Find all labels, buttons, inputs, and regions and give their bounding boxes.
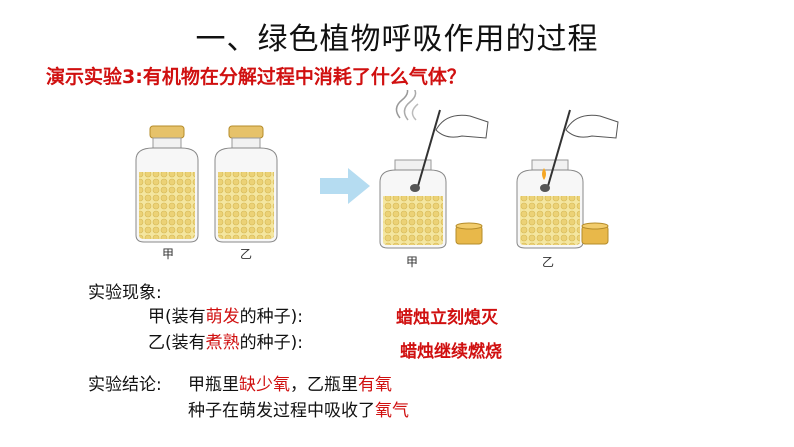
arrow-icon xyxy=(320,168,370,204)
lid-right-yi xyxy=(581,222,609,245)
observation-highlight: 煮熟 xyxy=(205,333,240,353)
observation-result-yi: 蜡烛继续燃烧 xyxy=(400,342,502,362)
observation-row-jia: 甲(装有萌发的种子): xyxy=(148,302,303,327)
page-title: 一、绿色植物呼吸作用的过程 xyxy=(195,22,599,57)
observation-highlight: 萌发 xyxy=(205,307,240,327)
conclusion-highlight: 缺少氧 xyxy=(239,375,290,395)
jar-label-left-jia: 甲 xyxy=(162,247,174,261)
conclusion-line-1: 甲瓶里缺少氧，乙瓶里有氧 xyxy=(188,370,392,395)
observation-result-jia: 蜡烛立刻熄灭 xyxy=(396,308,498,328)
conclusion-heading: 实验结论: xyxy=(88,375,162,395)
jar-label-left-yi: 乙 xyxy=(240,247,252,261)
experiment-subtitle: 演示实验3:有机物在分解过程中消耗了什么气体？ xyxy=(46,66,466,88)
jar-right-yi xyxy=(516,109,619,249)
conclusion-text: ，乙瓶里 xyxy=(290,375,358,395)
jar-label-right-jia: 甲 xyxy=(406,255,418,269)
lid-right-jia xyxy=(455,222,483,245)
jar-label-right-yi: 乙 xyxy=(542,255,554,269)
conclusion-text: 甲瓶里 xyxy=(188,375,239,395)
jar-left-yi xyxy=(214,125,278,243)
observation-prefix: 甲(装有 xyxy=(148,307,206,327)
conclusion-line-2: 种子在萌发过程中吸收了氧气 xyxy=(188,396,409,421)
observation-prefix: 乙(装有 xyxy=(148,333,206,353)
observation-suffix: 的种子): xyxy=(239,307,304,327)
conclusion-highlight: 有氧 xyxy=(358,375,392,395)
conclusion-text: 种子在萌发过程中吸收了 xyxy=(188,401,375,421)
observation-heading: 实验现象: xyxy=(88,283,162,303)
conclusion-highlight: 氧气 xyxy=(375,401,409,421)
jar-right-jia xyxy=(379,90,489,249)
jar-left-jia xyxy=(135,125,199,243)
observation-row-yi: 乙(装有煮熟的种子): xyxy=(148,328,303,353)
experiment-illustration: 甲 乙 甲 乙 xyxy=(135,90,619,269)
observation-suffix: 的种子): xyxy=(239,333,304,353)
